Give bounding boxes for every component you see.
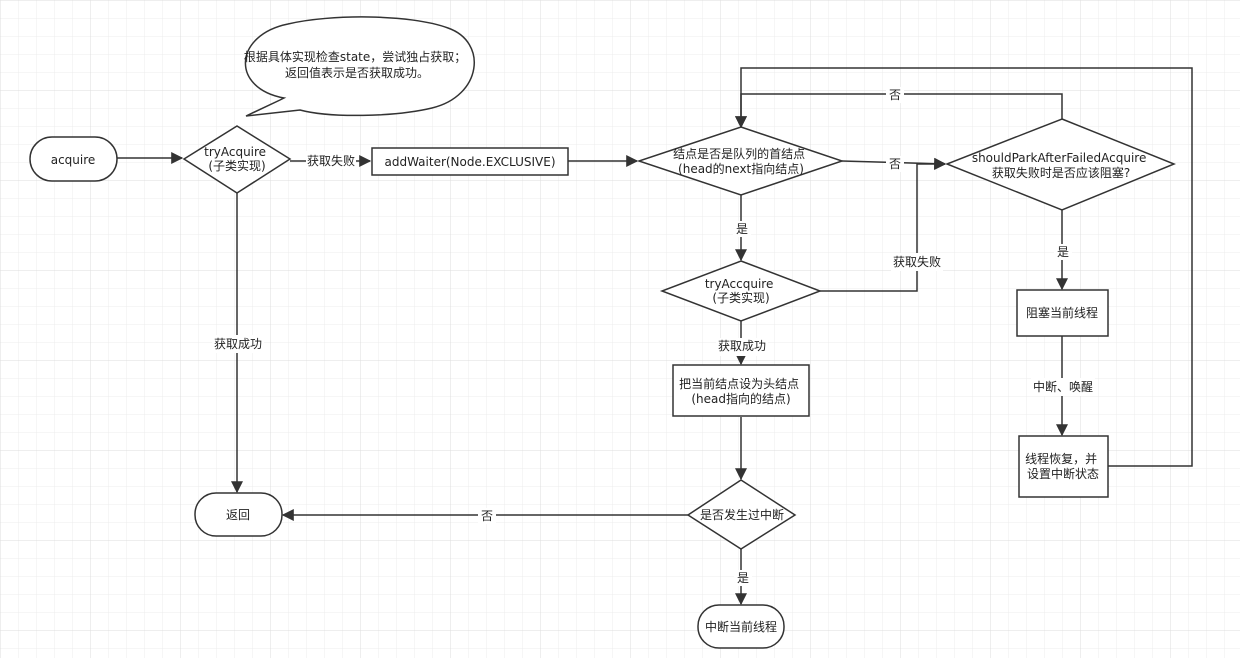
label-try2-success: 获取成功	[718, 339, 766, 353]
node-block-thread	[1016, 289, 1109, 337]
note-bubble-line-1: 根据具体实现检查state，尝试独占获取；	[244, 49, 466, 64]
node-try-acquire-2-line-2: (子类实现)	[712, 290, 769, 305]
note-bubble-line-2: 返回值表示是否获取成功。	[285, 65, 429, 80]
node-is-first-node-line-1: 结点是否是队列的首结点	[673, 146, 805, 161]
node-try-acquire-1-label: tryAcquire (子类实现)	[204, 145, 270, 173]
node-thread-resume-line-2: 设置中断状态	[1027, 466, 1099, 481]
node-block-thread-label: 阻塞当前线程	[1026, 305, 1098, 320]
node-acquire	[29, 136, 118, 182]
node-should-park-line-2: 获取失败时是否应该阻塞?	[992, 165, 1130, 180]
node-add-waiter-label: addWaiter(Node.EXCLUSIVE)	[384, 155, 555, 169]
node-set-head-line-2: (head指向的结点)	[691, 391, 790, 406]
node-thread-resume-line-1: 线程恢复，并	[1025, 451, 1097, 466]
node-should-park-line-1: shouldParkAfterFailedAcquire	[972, 151, 1147, 165]
node-set-head-label: 把当前结点设为头结点 (head指向的结点)	[679, 376, 803, 406]
label-interrupt-wake: 中断、唤醒	[1033, 379, 1093, 394]
node-try-acquire-2-label: tryAccquire (子类实现)	[705, 277, 777, 305]
node-should-park-label: shouldParkAfterFailedAcquire 获取失败时是否应该阻塞…	[972, 151, 1150, 180]
node-try-acquire-2	[659, 260, 823, 322]
node-interrupt-current	[697, 604, 785, 649]
node-return	[194, 492, 283, 537]
node-try-acquire-1-line-1: tryAcquire	[204, 145, 266, 159]
label-interrupted-yes: 是	[737, 571, 749, 585]
label-first-yes: 是	[736, 222, 748, 236]
node-interrupt-current-label: 中断当前线程	[705, 619, 777, 634]
label-interrupted-no: 否	[481, 509, 493, 523]
label-acquire-success: 获取成功	[214, 337, 262, 351]
label-park-yes: 是	[1057, 245, 1069, 259]
node-is-first-node	[636, 126, 845, 196]
node-set-head	[672, 364, 810, 417]
node-set-head-line-1: 把当前结点设为头结点	[679, 376, 799, 391]
node-should-park	[944, 118, 1176, 211]
label-acquire-fail: 获取失败	[307, 153, 355, 168]
node-is-first-node-label: 结点是否是队列的首结点 (head的next指向结点)	[673, 146, 809, 176]
edge-resume-loop	[735, 67, 1193, 467]
node-try-acquire-1-line-2: (子类实现)	[208, 158, 265, 173]
node-try-acquire-2-line-1: tryAccquire	[705, 277, 774, 291]
edge-try2-fail-to-park	[820, 158, 947, 292]
node-interrupted-check-label: 是否发生过中断	[700, 507, 784, 522]
node-thread-resume-label: 线程恢复，并 设置中断状态	[1025, 451, 1101, 481]
node-add-waiter	[371, 147, 569, 176]
note-bubble	[244, 16, 475, 117]
note-bubble-label: 根据具体实现检查state，尝试独占获取； 返回值表示是否获取成功。	[244, 49, 470, 80]
node-is-first-node-line-2: (head的next指向结点)	[678, 161, 804, 176]
label-first-no: 否	[889, 157, 901, 171]
label-try2-fail: 获取失败	[893, 254, 941, 269]
label-park-no: 否	[889, 88, 901, 102]
node-acquire-label: acquire	[51, 153, 96, 167]
node-thread-resume	[1018, 435, 1109, 498]
node-try-acquire-1	[182, 125, 292, 194]
node-interrupted-check	[686, 479, 797, 550]
node-return-label: 返回	[226, 508, 250, 522]
